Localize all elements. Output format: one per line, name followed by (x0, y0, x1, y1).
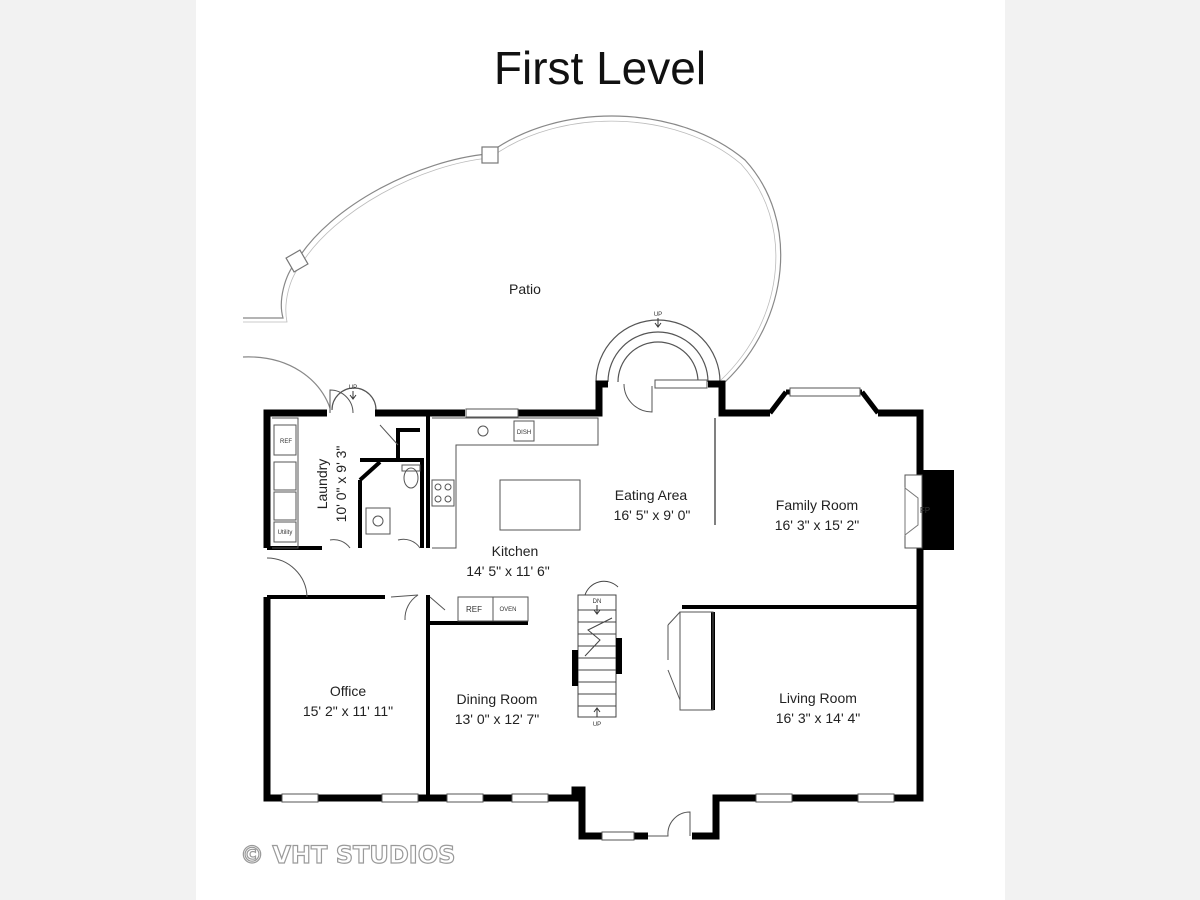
doors (266, 383, 691, 837)
fireplace-label: FP (920, 506, 930, 515)
living-room-dims: 16' 3" x 14' 4" (776, 710, 861, 726)
chimney (922, 470, 954, 550)
arrow-down-icon (349, 391, 357, 400)
oven-label: OVEN (499, 607, 516, 613)
plan-title: First Level (494, 42, 706, 94)
watermark: © VHT STUDIOS (240, 841, 455, 869)
laundry-dims: 10' 0" x 9' 3" (333, 446, 349, 523)
stair-down-label: DN (593, 599, 602, 605)
arrow-down-icon (654, 318, 662, 328)
patio-outline (242, 115, 782, 409)
coat-closet (667, 611, 714, 711)
dining-room-dims: 13' 0" x 12' 7" (455, 711, 540, 727)
living-room-name: Living Room (779, 690, 857, 706)
arrow-up-icon (593, 707, 601, 717)
office-name: Office (330, 683, 367, 699)
room-kitchen: Kitchen 14' 5" x 11' 6" (466, 543, 550, 579)
utility-label: Utility (278, 530, 293, 536)
room-eating-area: Eating Area 16' 5" x 9' 0" (614, 487, 691, 523)
fireplace-hearth (904, 486, 919, 537)
room-living-room: Living Room 16' 3" x 14' 4" (776, 690, 861, 726)
eating-area-name: Eating Area (615, 487, 688, 503)
patio-up-label: UP (654, 312, 662, 318)
windows (281, 379, 895, 841)
dining-room-name: Dining Room (457, 691, 538, 707)
kitchen-ref-label: REF (466, 605, 482, 614)
room-family-room: Family Room 16' 3" x 15' 2" (775, 497, 860, 533)
laundry-fixtures (272, 417, 421, 549)
patio-steps (595, 319, 721, 383)
interior-walls (267, 413, 920, 798)
laundry-up-label: UP (349, 385, 357, 391)
office-dims: 15' 2" x 11' 11" (303, 703, 393, 719)
floor-plan-sheet (196, 0, 1005, 900)
family-room-name: Family Room (776, 497, 858, 513)
stair-post (572, 650, 578, 686)
eating-area-dims: 16' 5" x 9' 0" (614, 507, 691, 523)
patio-label: Patio (509, 281, 541, 297)
dishwasher-label: DISH (517, 430, 531, 436)
exterior-walls (263, 380, 924, 840)
stair-post (616, 638, 622, 674)
stair-up-label: UP (593, 722, 601, 728)
room-office: Office 15' 2" x 11' 11" (303, 683, 393, 719)
laundry-steps (331, 387, 377, 411)
kitchen-name: Kitchen (492, 543, 539, 559)
family-room-dims: 16' 3" x 15' 2" (775, 517, 860, 533)
kitchen-dims: 14' 5" x 11' 6" (466, 563, 550, 579)
room-laundry: Laundry 10' 0" x 9' 3" (314, 446, 349, 523)
laundry-name: Laundry (314, 459, 330, 510)
arrow-down-icon (593, 605, 601, 615)
kitchen-counters (431, 417, 599, 622)
laundry-ref-label: REF (280, 439, 292, 445)
room-dining-room: Dining Room 13' 0" x 12' 7" (455, 691, 540, 727)
